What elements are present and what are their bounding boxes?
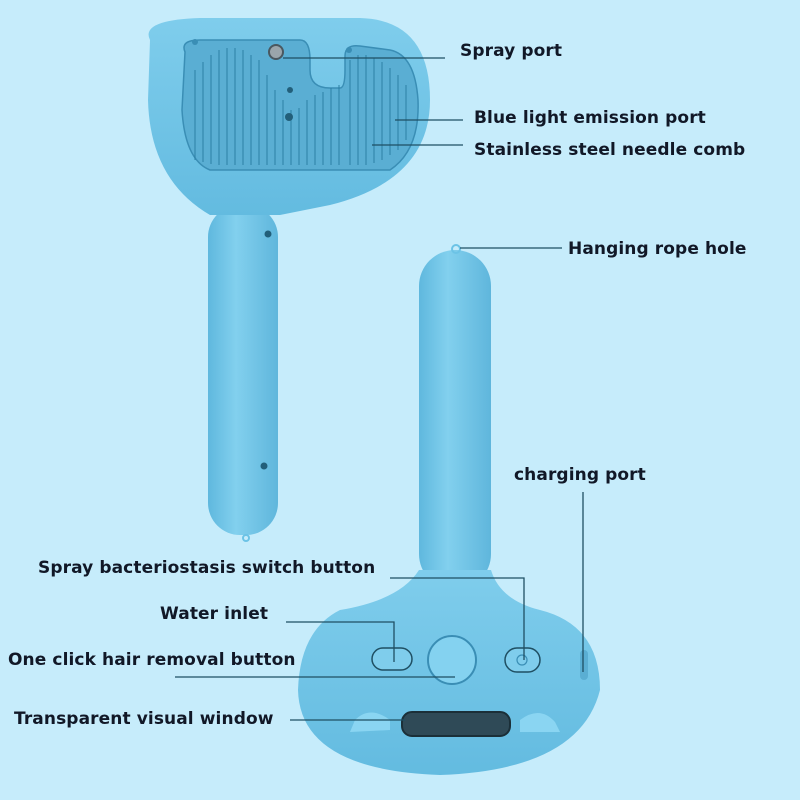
brush-handle (208, 205, 278, 535)
brush-back-view (298, 244, 600, 775)
label-hair-removal-button: One click hair removal button (8, 650, 296, 670)
label-visual-window: Transparent visual window (14, 709, 274, 729)
visual-window-icon (401, 711, 511, 737)
label-blue-light-emission-port: Blue light emission port (474, 108, 706, 128)
spray-port-icon (268, 44, 284, 60)
leader-lines (175, 57, 584, 721)
charging-port-icon (580, 650, 588, 680)
water-inlet-icon (371, 647, 413, 671)
spray-switch-icon (504, 647, 541, 673)
label-charging-port: charging port (514, 465, 646, 485)
blue-light-port-icon (285, 113, 293, 121)
power-icon (516, 654, 528, 666)
label-spray-port: Spray port (460, 41, 563, 61)
brush-handle-back (419, 250, 491, 590)
label-needle-comb: Stainless steel needle comb (474, 140, 746, 160)
brush-front-view (148, 18, 430, 542)
hair-removal-button-icon (427, 635, 477, 685)
label-water-inlet: Water inlet (160, 604, 269, 624)
rope-hole-icon (451, 244, 461, 254)
label-spray-switch: Spray bacteriostasis switch button (38, 558, 376, 578)
needle-comb-plate (181, 39, 419, 171)
label-hanging-rope-hole: Hanging rope hole (568, 239, 747, 259)
